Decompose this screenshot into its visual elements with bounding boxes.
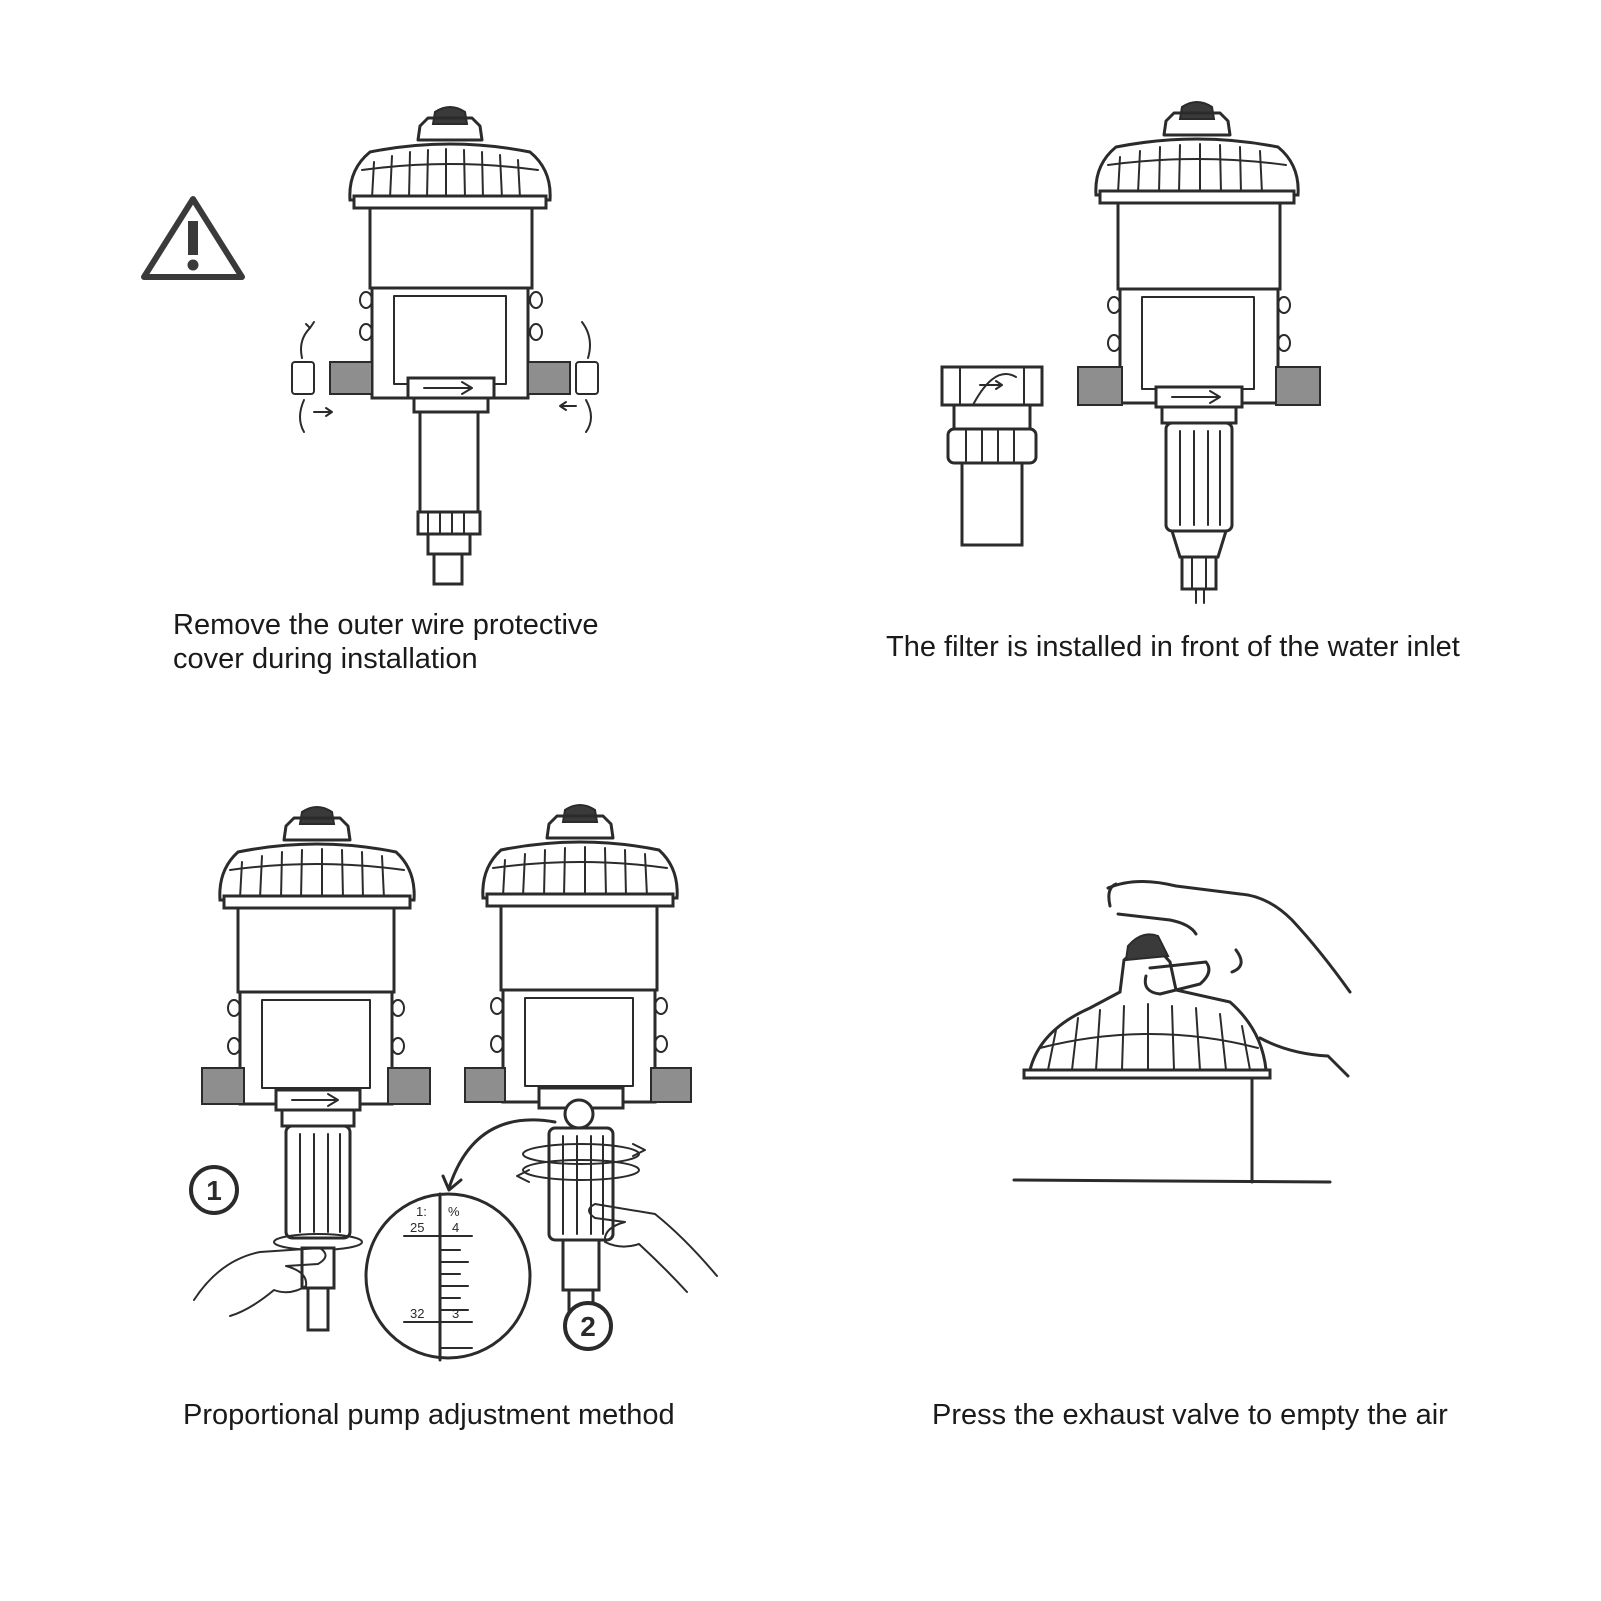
dosing-pump-cap <box>1012 879 1352 1184</box>
dosing-pump <box>441 804 718 1330</box>
hand <box>193 1247 327 1317</box>
scale-right-header: % <box>448 1204 460 1219</box>
hand <box>1106 879 1352 1078</box>
hand <box>588 1203 718 1293</box>
scale-left-mark: 25 <box>410 1220 424 1235</box>
step-badge-2: 2 <box>563 1301 613 1351</box>
panel-pump-adjustment: 1: % 25 4 32 3 1 2 Proportional pump adj… <box>0 780 800 1500</box>
caption-remove-cover-line2: cover during installation <box>173 643 478 675</box>
step-badge-1: 1 <box>189 1165 239 1215</box>
caption-filter-install: The filter is installed in front of the … <box>886 631 1460 663</box>
step-number: 2 <box>580 1311 596 1342</box>
inline-filter <box>940 365 1044 547</box>
dosing-pump <box>1077 101 1321 604</box>
scale-left-header: 1: <box>416 1204 427 1219</box>
caption-remove-cover-line1: Remove the outer wire protective <box>173 609 599 641</box>
dosing-pump <box>291 106 599 586</box>
dosing-scale: 1: % 25 4 32 3 <box>364 1192 532 1362</box>
scale-left-mark: 32 <box>410 1306 424 1321</box>
step-number: 1 <box>206 1175 222 1206</box>
caption-pump-adjustment: Proportional pump adjustment method <box>183 1399 675 1431</box>
panel-exhaust-valve: Press the exhaust valve to empty the air <box>800 780 1601 1500</box>
scale-right-mark: 4 <box>452 1220 459 1235</box>
dosing-pump <box>193 806 431 1332</box>
panel-filter-install: The filter is installed in front of the … <box>800 0 1601 700</box>
panel-remove-cover: Remove the outer wire protective cover d… <box>0 0 800 700</box>
warning-icon <box>141 196 245 280</box>
scale-right-mark: 3 <box>452 1306 459 1321</box>
caption-exhaust-valve: Press the exhaust valve to empty the air <box>932 1399 1448 1431</box>
